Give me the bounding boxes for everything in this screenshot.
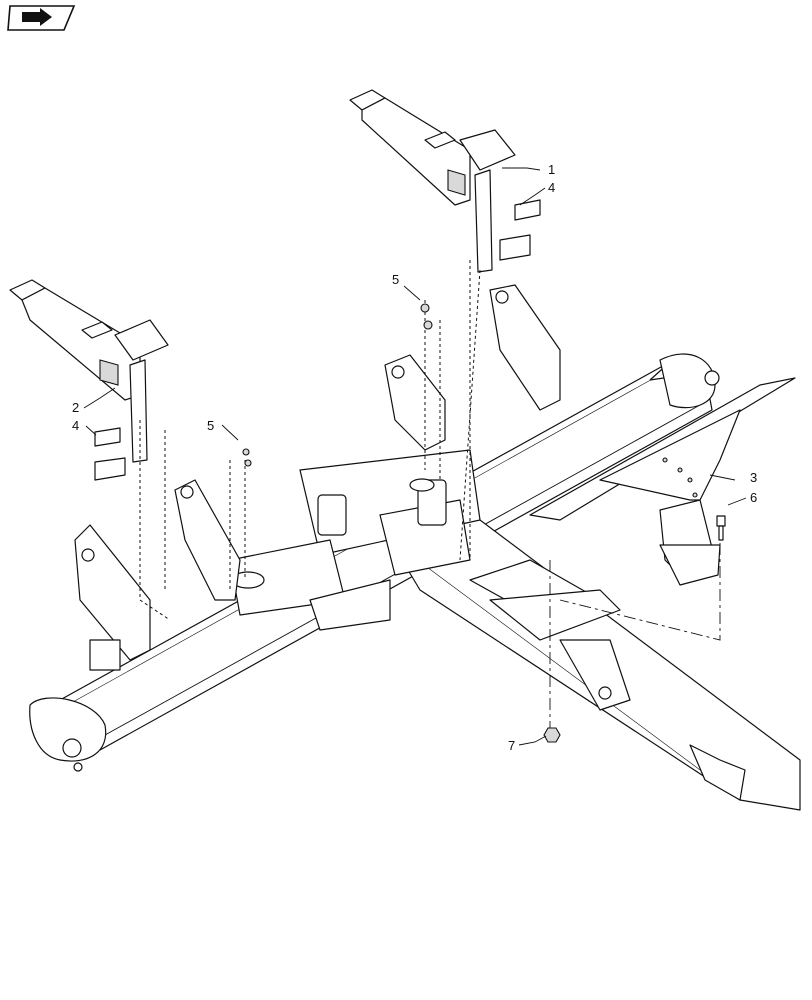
right-lift-arm xyxy=(384,284,561,451)
callout-label-3: 3 xyxy=(750,470,757,485)
callout-label-1: 1 xyxy=(548,162,555,177)
hidden-lines xyxy=(139,260,481,621)
part-6-bolt xyxy=(716,515,726,541)
assembly-centerlines xyxy=(549,520,721,730)
callout-leaders xyxy=(83,167,747,746)
callout-label-5: 5 xyxy=(392,272,399,287)
navigate-button[interactable] xyxy=(6,4,76,32)
part-4-u-bolts-right xyxy=(499,199,541,261)
part-4-u-bolts-left xyxy=(94,427,126,481)
left-lift-arm xyxy=(74,479,241,671)
callout-label-5: 5 xyxy=(207,418,214,433)
callout-label-4: 4 xyxy=(548,180,555,195)
part-1-bracket xyxy=(349,89,516,273)
part-5-nut-right xyxy=(420,303,433,330)
callout-label-2: 2 xyxy=(72,400,79,415)
callout-label-6: 6 xyxy=(750,490,757,505)
callout-label-4: 4 xyxy=(72,418,79,433)
center-tongue-beam xyxy=(389,504,801,811)
callout-label-7: 7 xyxy=(508,738,515,753)
part-3-support-stand xyxy=(529,377,796,586)
part-2-bracket xyxy=(9,279,169,463)
part-5-nut-left xyxy=(242,448,252,467)
center-pivot-assembly xyxy=(229,449,481,631)
part-7-nut xyxy=(543,727,561,743)
navigate-arrow-icon xyxy=(7,5,76,31)
